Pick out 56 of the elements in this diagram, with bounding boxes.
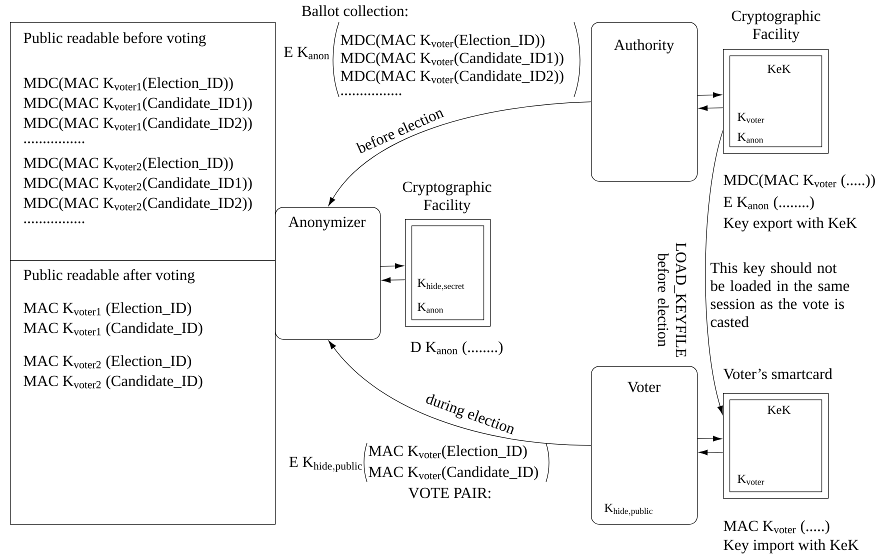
node-label: MAC K$_{voter1}$ (Election_ID) <box>24 302 192 316</box>
arrow <box>328 340 592 446</box>
caption: VOTE PAIR: <box>408 488 490 498</box>
arrow <box>328 102 592 206</box>
dots: ................ <box>341 93 402 96</box>
heading: Cryptographic Facility <box>402 181 492 214</box>
heading: Cryptographic Facility <box>732 10 820 42</box>
arrow <box>698 450 724 456</box>
annotation: MDC(MAC K$_{voter}$ (.....)) <box>724 174 875 188</box>
note: This key should not be loaded in the same session as the vote is casted <box>710 262 850 328</box>
annotation: D K$_{anon}$ (........) <box>410 341 503 356</box>
node-label: Voter <box>628 382 661 392</box>
node-label: MDC(MAC K$_{voter1}$(Election_ID)) <box>24 77 233 92</box>
annotation: Key import with KeK <box>724 539 859 554</box>
node-label: MDC(MAC K$_{voter2}$(Candidate_ID2)) <box>24 197 252 212</box>
node-label: ................ <box>24 221 84 224</box>
node-label: MAC K$_{voter1}$ (Candidate_ID) <box>24 322 202 336</box>
node-label: MDC(MAC K$_{voter1}$(Candidate_ID1)) <box>24 97 252 112</box>
node-label: MDC(MAC K$_{voter2}$(Election_ID)) <box>24 157 233 172</box>
heading: Voter’s smartcard <box>723 368 832 380</box>
arrow <box>697 92 722 98</box>
edge-label: during election <box>422 391 518 439</box>
annotation: E K$_{anon}$ (........) <box>724 196 814 210</box>
annotation: MAC K$_{voter}$ (.....) <box>724 520 830 534</box>
node-label: MDC(MAC K$_{voter1}$(Candidate_ID2)) <box>24 117 252 132</box>
formula-line: MDC(MAC K$_{voter}$(Candidate_ID2)) <box>340 70 564 84</box>
annotation: Key export with KeK <box>724 217 857 232</box>
edge-label: LOAD_KEYFILE before election <box>656 236 688 364</box>
node-label: MAC K$_{voter2}$ (Election_ID) <box>24 355 192 370</box>
node-label: KeK <box>768 406 791 414</box>
edge-label: before election <box>354 104 446 156</box>
arrow <box>698 105 724 111</box>
formula-line: MDC(MAC K$_{voter}$(Candidate_ID1)) <box>340 52 564 66</box>
node-label: K$_{anon}$ <box>418 302 444 313</box>
node-label: Anonymizer <box>288 216 366 230</box>
arrow <box>697 436 722 442</box>
node-label: $\mathrm{K}_{\mathrm{hide,secret}}$ <box>418 278 464 291</box>
formula-line: MAC K$_{voter}$(Candidate_ID) <box>368 466 538 480</box>
arrow <box>705 130 724 415</box>
heading: Public readable after voting <box>24 269 195 284</box>
heading: Public readable before voting <box>24 32 206 46</box>
formula-label: $\mathrm{E}\ \mathrm{K}_{\mathrm{hide,public}}$ <box>289 456 362 472</box>
arrow <box>380 263 404 269</box>
node-label: MAC K$_{voter2}$ (Candidate_ID) <box>24 375 202 390</box>
node-label: K$_{anon}$ <box>738 132 764 143</box>
formula-line: MAC K$_{voter}$(Election_ID) <box>368 445 527 460</box>
node-label: ................ <box>24 141 84 144</box>
formula-line: MDC(MAC K$_{voter}$(Election_ID)) <box>340 34 544 48</box>
node-label: MDC(MAC K$_{voter2}$(Candidate_ID1)) <box>24 177 252 192</box>
node-label: K$_{voter}$ <box>738 474 764 485</box>
node-label: KeK <box>768 64 791 74</box>
arrow <box>382 277 406 283</box>
node-label: K$_{voter}$ <box>738 112 764 123</box>
caption: Ballot collection: <box>302 5 408 16</box>
node-label: Authority <box>614 39 674 54</box>
node-label: $\mathrm{K}_{\mathrm{hide,public}}$ <box>604 504 652 516</box>
